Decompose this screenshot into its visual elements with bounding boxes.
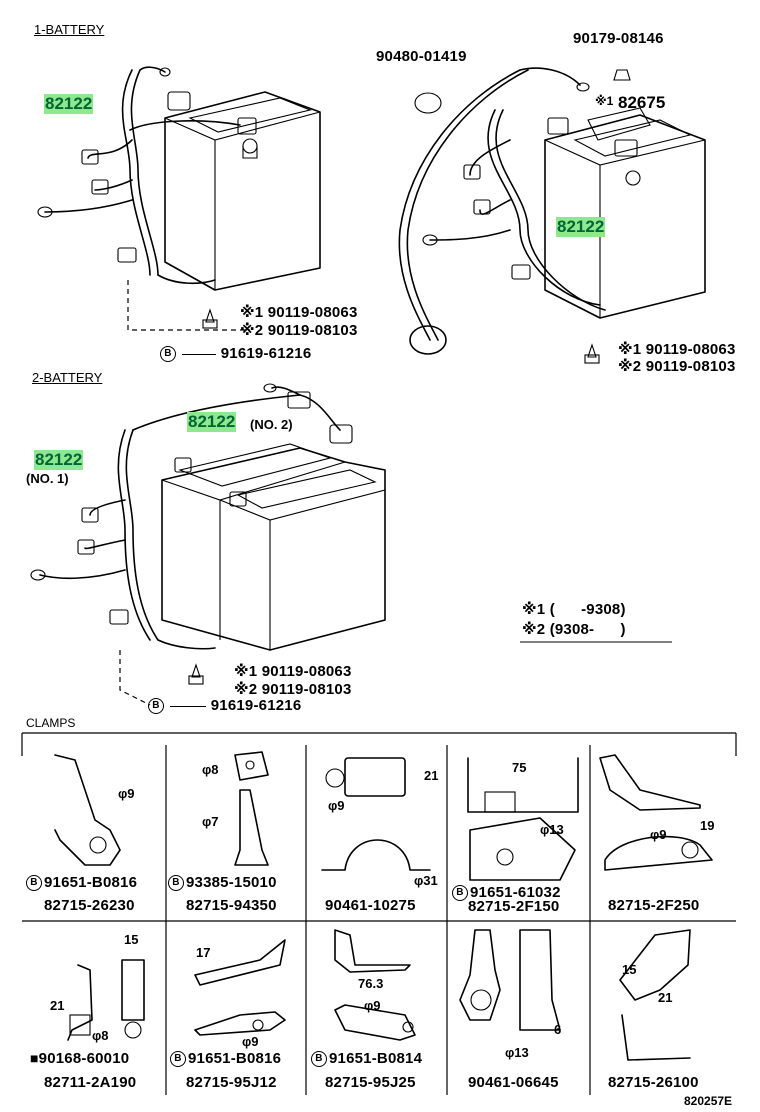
bolt-icon: ■ xyxy=(30,1050,39,1066)
clamp-sketches-row2 xyxy=(67,929,691,1061)
b-marker: B xyxy=(311,1051,327,1068)
battery-1-left-drawing xyxy=(37,66,321,331)
battery-1-right-drawing xyxy=(398,67,706,364)
dim-label: 6 xyxy=(554,1022,562,1037)
dim-label: φ9 xyxy=(650,827,667,842)
part-link-82122-battery2-no2[interactable]: 82122 xyxy=(187,412,237,432)
part-label-bolt-left-2: ※2 90119-08103 xyxy=(240,322,358,339)
harness-tag-no1: (NO. 1) xyxy=(26,471,69,486)
part-label-bolt-right-2: ※2 90119-08103 xyxy=(618,358,736,375)
dim-label: 19 xyxy=(700,818,715,833)
part-label-clip-left: B 91619-61216 xyxy=(160,345,312,363)
clamp-part-number: 82715-94350 xyxy=(186,897,277,914)
section-header-battery2: 2-BATTERY xyxy=(32,370,103,385)
dim-label: φ9 xyxy=(328,798,345,813)
dim-label: φ13 xyxy=(540,822,564,837)
dim-label: φ9 xyxy=(242,1034,259,1049)
figure-code: 820257E xyxy=(684,1094,733,1108)
b-marker: B xyxy=(452,885,468,902)
dim-label: 75 xyxy=(512,760,527,775)
part-label-bolt-left-1: ※1 90119-08063 xyxy=(240,304,358,321)
clamp-part-number: 90461-06645 xyxy=(468,1074,559,1091)
clamp-part-number: 82715-26230 xyxy=(44,897,135,914)
dim-label: 15 xyxy=(124,932,139,947)
cover-note-mark: ※1 xyxy=(595,94,614,108)
clamp-part-number: 82715-95J25 xyxy=(325,1074,416,1091)
battery-2-drawing xyxy=(30,383,386,706)
dim-label: φ7 xyxy=(202,814,219,829)
dim-label: 21 xyxy=(50,998,65,1013)
clip-part-number: 91619-61216 xyxy=(210,697,302,714)
clamp-part-number: 82715-2F250 xyxy=(608,897,700,914)
clip-b-marker: B xyxy=(160,346,176,363)
dim-label: φ8 xyxy=(202,762,219,777)
legend-row2: ※2 (9308- ) xyxy=(522,621,626,638)
dim-label: 21 xyxy=(658,990,673,1005)
dim-label: 76.3 xyxy=(358,976,384,991)
b-marker: B xyxy=(26,875,42,892)
leader-line xyxy=(170,705,207,707)
dim-label: φ9 xyxy=(118,786,135,801)
dim-label: φ9 xyxy=(364,998,381,1013)
part-label-cover: 82675 xyxy=(618,93,666,112)
clip-part-number: 91619-61216 xyxy=(220,345,312,362)
part-label-bolt-right-1: ※1 90119-08063 xyxy=(618,341,736,358)
part-link-82122-battery1-left[interactable]: 82122 xyxy=(44,94,94,114)
harness-tag-no2: (NO. 2) xyxy=(250,417,293,432)
part-label-bolt2-2: ※2 90119-08103 xyxy=(234,681,352,698)
clamp-sketches-row1 xyxy=(54,751,713,881)
dim-label: 15 xyxy=(622,962,637,977)
part-label-clip2: B 91619-61216 xyxy=(148,697,302,715)
dim-label: φ31 xyxy=(414,873,438,888)
legend-row1: ※1 ( -9308) xyxy=(522,601,626,618)
dim-label: φ13 xyxy=(505,1045,529,1060)
clamp-part-number: 82715-26100 xyxy=(608,1074,699,1091)
part-label-bolt2-1: ※1 90119-08063 xyxy=(234,663,352,680)
clamp-part-number: 82715-95J12 xyxy=(186,1074,277,1091)
section-header-clamps: CLAMPS xyxy=(26,716,76,730)
b-marker: B xyxy=(168,875,184,892)
dim-label: φ8 xyxy=(92,1028,109,1043)
part-link-82122-battery2-no1[interactable]: 82122 xyxy=(34,450,84,470)
part-label-nut: 90179-08146 xyxy=(573,30,664,47)
b-marker: B xyxy=(170,1051,186,1068)
clamp-part-number: 82715-2F150 xyxy=(468,898,560,915)
clip-b-marker: B xyxy=(148,698,164,715)
dim-label: 21 xyxy=(424,768,439,783)
clamps-table-grid xyxy=(21,732,737,1095)
clamp-part-number: 90461-10275 xyxy=(325,897,416,914)
part-link-82122-battery1-right[interactable]: 82122 xyxy=(556,217,606,237)
clamp-bolt-label: ■90168-60010 xyxy=(30,1050,130,1067)
section-header-battery1: 1-BATTERY xyxy=(34,22,105,37)
part-label-grommet: 90480-01419 xyxy=(376,48,467,65)
dim-label: 17 xyxy=(196,945,211,960)
clamp-part-number: 82711-2A190 xyxy=(44,1074,137,1091)
leader-line xyxy=(182,353,217,355)
